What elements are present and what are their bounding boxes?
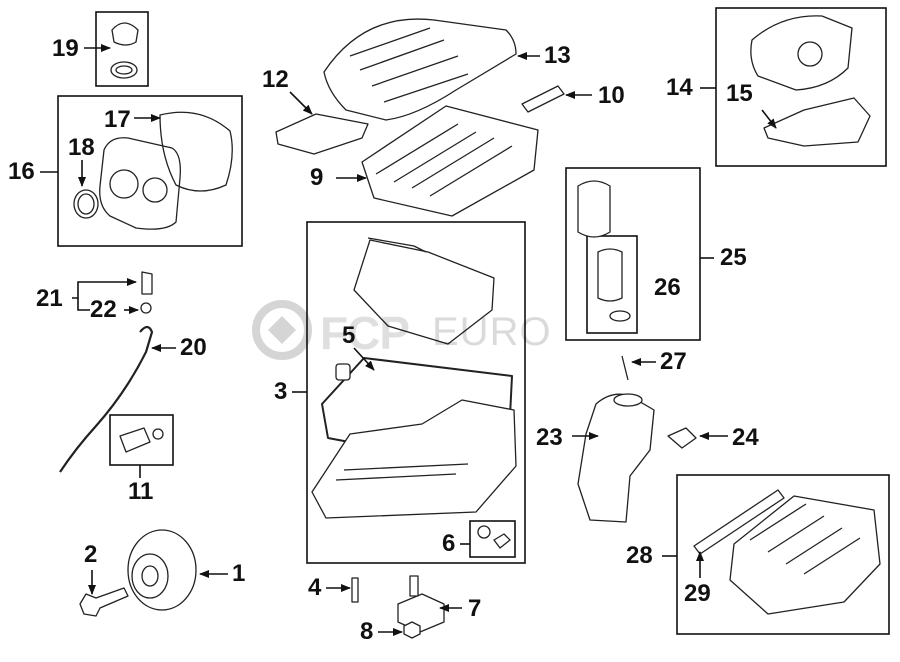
leader-15	[761, 109, 777, 129]
group-box-11	[109, 414, 174, 466]
valve-cover-part	[323, 18, 517, 121]
leader-5	[353, 347, 375, 371]
callout-20: 20	[180, 334, 207, 361]
callout-11: 11	[128, 478, 154, 505]
heat-shield-part	[275, 113, 369, 155]
group-box-19	[95, 11, 149, 87]
group-box-16	[57, 95, 243, 247]
callout-22: 22	[90, 296, 117, 323]
sealant-tube-part	[521, 85, 565, 113]
callout-1: 1	[232, 560, 246, 587]
dipstick-tube-part	[59, 271, 154, 473]
engine-mount-part	[397, 575, 445, 633]
callout-8: 8	[360, 618, 374, 645]
mount-bolt-part	[351, 577, 359, 603]
oil-filler-cap-part	[110, 22, 139, 79]
drain-plug-part	[477, 525, 511, 549]
watermark-logo-graphic	[252, 300, 312, 360]
oil-filter-housing-part	[577, 355, 655, 523]
callout-29: 29	[684, 580, 711, 607]
crankshaft-pulley-part	[127, 529, 197, 611]
mount-nut-part	[403, 621, 421, 639]
watermark-brand: FCP	[320, 307, 410, 359]
oil-filter-part	[577, 180, 631, 322]
callout-14: 14	[666, 74, 693, 101]
callout-18: 18	[68, 134, 95, 161]
callout-7: 7	[468, 595, 482, 622]
leader-21	[72, 278, 137, 299]
callout-4: 4	[308, 574, 322, 601]
leader-21b	[77, 298, 90, 311]
oil-pressure-sensor-part	[119, 427, 164, 453]
callout-25: 25	[720, 244, 747, 271]
callout-24: 24	[732, 424, 759, 451]
group-box-28	[676, 474, 890, 635]
callout-21: 21	[36, 285, 63, 312]
callout-16: 16	[8, 158, 35, 185]
group-box-25	[565, 167, 701, 341]
callout-19: 19	[52, 35, 79, 62]
group-box-26	[586, 235, 638, 334]
pulley-bolt-part	[79, 587, 129, 617]
callout-26: 26	[654, 274, 681, 301]
intake-manifold-part	[693, 489, 881, 615]
callout-12: 12	[262, 66, 289, 93]
callout-13: 13	[544, 42, 571, 69]
cylinder-head-part	[361, 105, 539, 217]
callout-6: 6	[442, 530, 456, 557]
timing-case-part	[750, 15, 871, 147]
group-box-14	[715, 7, 887, 167]
callout-3: 3	[274, 378, 288, 405]
callout-10: 10	[598, 82, 625, 109]
callout-9: 9	[310, 164, 324, 191]
callout-27: 27	[660, 348, 687, 375]
callout-23: 23	[536, 424, 563, 451]
leader-12	[289, 91, 313, 115]
timing-cover-part	[73, 111, 233, 230]
callout-2: 2	[84, 541, 98, 568]
watermark-suffix: EURO	[432, 310, 552, 354]
callout-5: 5	[342, 322, 356, 349]
callout-28: 28	[626, 542, 653, 569]
callout-17: 17	[104, 106, 131, 133]
coolant-fitting-part	[667, 427, 697, 449]
callout-15: 15	[726, 80, 753, 107]
oil-pan-assembly-part	[311, 237, 517, 519]
group-box-6	[469, 520, 516, 558]
